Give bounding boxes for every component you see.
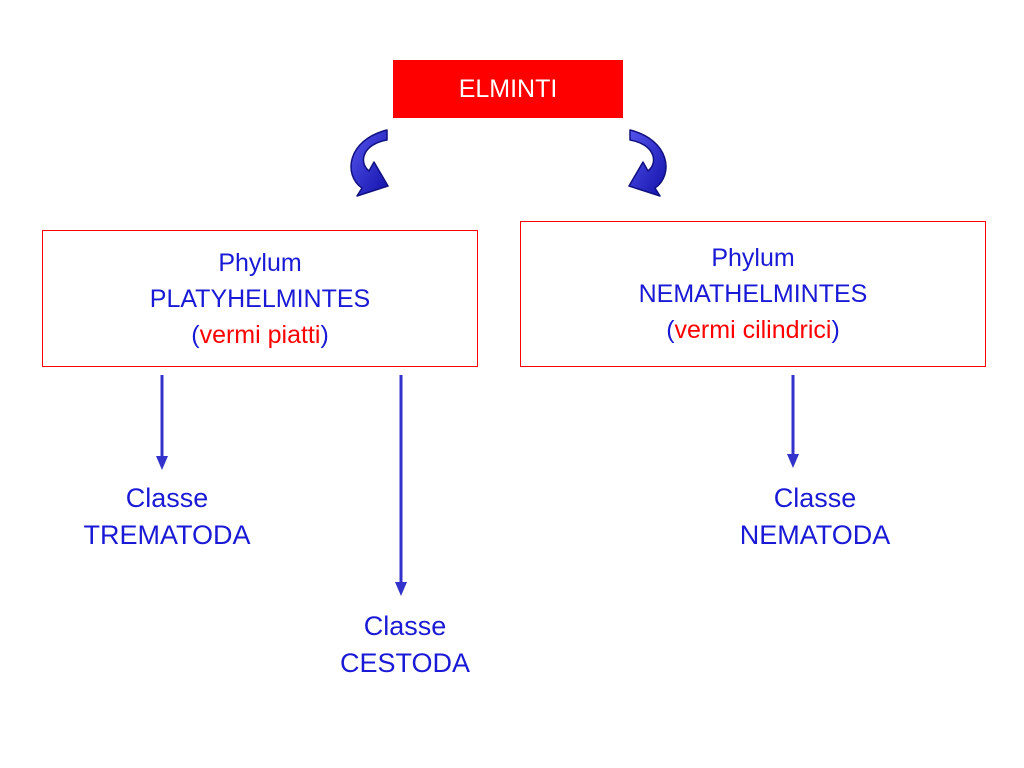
curved-arrow-right	[628, 129, 667, 197]
class-nematoda: Classe NEMATODA	[705, 480, 925, 554]
class-label: Classe	[125, 483, 209, 513]
arrow-to-trematoda	[156, 375, 168, 470]
common-name: vermi piatti	[199, 320, 321, 349]
root-node-elminti: ELMINTI	[393, 60, 623, 118]
open-paren: (	[666, 316, 675, 344]
phylum-label: Phylum	[711, 244, 795, 272]
open-paren: (	[191, 320, 200, 349]
phylum-common-name-line: (vermi cilindrici)	[666, 312, 840, 348]
class-name: NEMATODA	[739, 520, 891, 550]
close-paren: )	[831, 316, 840, 344]
arrow-to-nematoda	[787, 375, 799, 468]
phylum-label: Phylum	[218, 248, 302, 277]
arrow-to-cestoda	[395, 375, 407, 596]
class-trematoda: Classe TREMATODA	[55, 480, 279, 554]
class-cestoda: Classe CESTODA	[300, 608, 510, 682]
root-label: ELMINTI	[458, 74, 558, 103]
class-name: CESTODA	[339, 648, 471, 678]
phylum-common-name-line: (vermi piatti)	[191, 317, 329, 353]
phylum-name: NEMATHELMINTES	[638, 280, 868, 308]
class-label: Classe	[773, 483, 857, 513]
phylum-nemathelmintes-box: Phylum NEMATHELMINTES (vermi cilindrici)	[520, 221, 986, 367]
close-paren: )	[320, 320, 329, 349]
phylum-platyhelmintes-box: Phylum PLATYHELMINTES (vermi piatti)	[42, 230, 478, 367]
class-label: Classe	[363, 611, 447, 641]
phylum-name: PLATYHELMINTES	[149, 284, 371, 313]
common-name: vermi cilindrici	[674, 316, 832, 344]
class-name: TREMATODA	[83, 520, 251, 550]
curved-arrow-left	[350, 129, 389, 197]
